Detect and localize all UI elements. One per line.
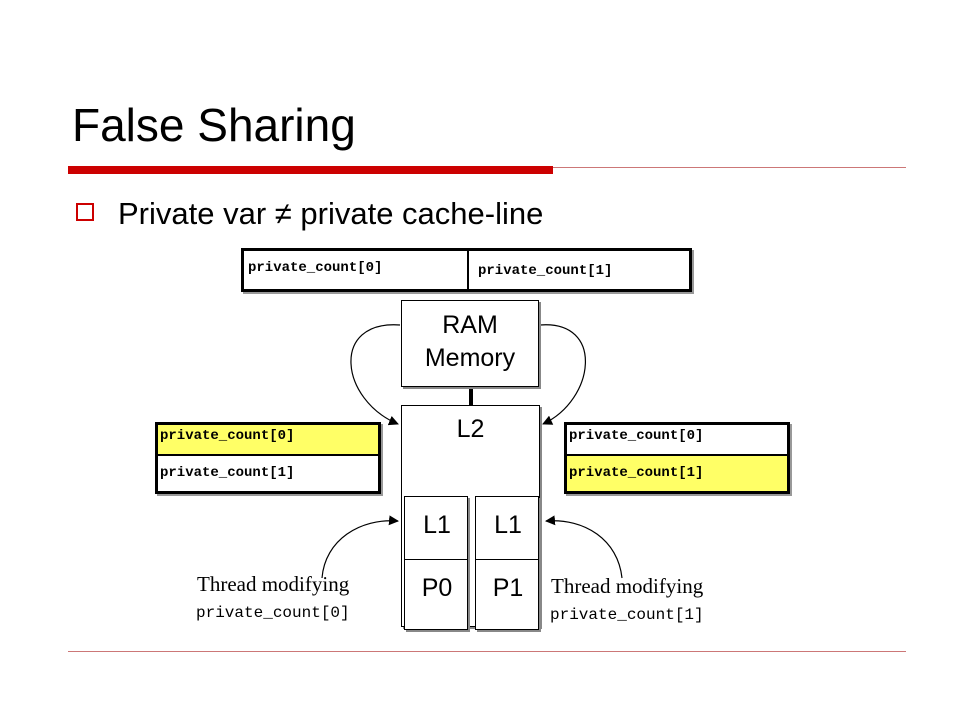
footer-rule: [68, 651, 906, 652]
thread-right-text: Thread modifying: [551, 574, 704, 598]
cache-line-cell-1-label: private_count[1]: [478, 263, 613, 279]
ram-memory-box: [401, 300, 539, 387]
processor-p0-divider: [405, 559, 467, 560]
cache-line-cell-1: private_count[1]: [469, 251, 689, 289]
processor-p1: L1 P1: [475, 496, 539, 630]
cache-left-row-1-label: private_count[1]: [160, 464, 295, 481]
cache-line-cell-0: private_count[0]: [244, 251, 469, 289]
cache-right: private_count[0] private_count[1]: [564, 422, 790, 494]
cache-left-row-0-label: private_count[0]: [160, 427, 295, 444]
l2-cache-label: L2: [456, 415, 485, 443]
bullet-square-icon: [76, 203, 94, 221]
arrow-ram-to-right-cache: [539, 324, 586, 425]
title-underline-accent: [68, 166, 553, 174]
cache-right-row-0: private_count[0]: [567, 425, 787, 456]
cache-left: private_count[0] private_count[1]: [155, 422, 381, 494]
cache-left-row-0: private_count[0]: [158, 425, 378, 456]
l1-right-label: L1: [494, 511, 522, 539]
arrow-thread-right: [545, 515, 623, 579]
thread-left-var: private_count[0]: [196, 604, 350, 622]
arrow-thread-left: [321, 515, 399, 579]
ram-label-line1: RAM: [442, 311, 498, 339]
arrow-ram-to-left-cache: [350, 324, 401, 426]
cache-right-row-0-label: private_count[0]: [569, 427, 704, 444]
slide-title: False Sharing: [72, 99, 356, 151]
title-underline-rule: [553, 167, 906, 168]
cache-right-row-1: private_count[1]: [567, 456, 787, 491]
processor-p0: L1 P0: [404, 496, 468, 630]
p0-label: P0: [421, 574, 453, 602]
l1-left-label: L1: [423, 511, 451, 539]
cache-line-cell-0-label: private_count[0]: [248, 260, 383, 276]
bullet-text: Private var ≠ private cache-line: [118, 196, 544, 231]
cache-left-row-1: private_count[1]: [158, 456, 378, 491]
cache-line-top: private_count[0] private_count[1]: [241, 248, 692, 292]
cache-right-row-1-label: private_count[1]: [569, 464, 704, 481]
ram-label-line2: Memory: [424, 344, 516, 372]
p1-label: P1: [492, 574, 524, 602]
processor-p1-divider: [476, 559, 538, 560]
thread-left-text: Thread modifying: [197, 572, 350, 596]
thread-right-var: private_count[1]: [550, 606, 704, 624]
ram-memory-label: RAM Memory: [401, 309, 539, 375]
